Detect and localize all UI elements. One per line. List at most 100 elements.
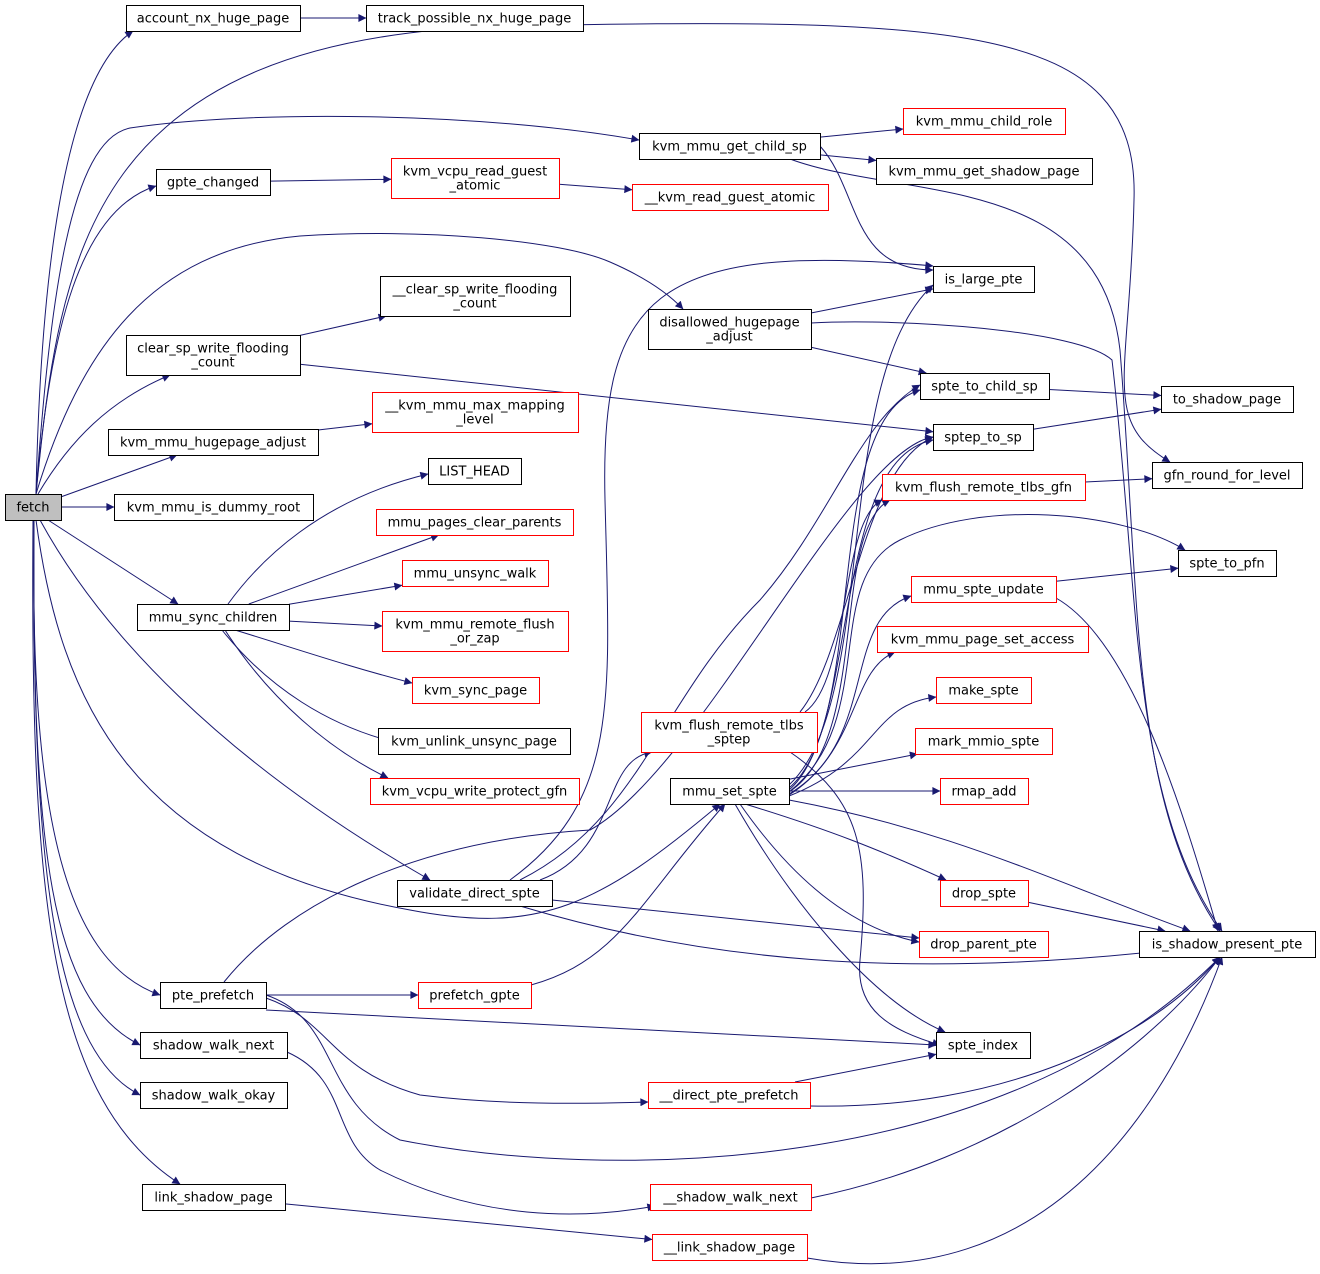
node-validate-direct-spte[interactable]: validate_direct_spte	[397, 880, 553, 907]
node-label: kvm_unlink_unsync_page	[391, 735, 557, 750]
node-gpte-changed[interactable]: gpte_changed	[156, 169, 271, 196]
node-label: gpte_changed	[167, 176, 259, 191]
node---direct-pte-prefetch[interactable]: __direct_pte_prefetch	[648, 1082, 811, 1109]
edge-shadow_walk_next-to-__shadow_walk_next	[286, 1051, 656, 1215]
node-LIST-HEAD[interactable]: LIST_HEAD	[428, 458, 522, 485]
node-mmu-sync-children[interactable]: mmu_sync_children	[137, 604, 290, 631]
node-kvm-mmu-get-child-sp[interactable]: kvm_mmu_get_child_sp	[639, 133, 821, 160]
edge-link_shadow_page-to-__link_shadow_page	[284, 1203, 653, 1243]
node-label: __direct_pte_prefetch	[659, 1089, 799, 1104]
node---shadow-walk-next[interactable]: __shadow_walk_next	[650, 1184, 812, 1211]
node-spte-index[interactable]: spte_index	[936, 1032, 1031, 1059]
node-mmu-set-spte[interactable]: mmu_set_spte	[670, 778, 790, 805]
node-mark-mmio-spte[interactable]: mark_mmio_spte	[915, 728, 1053, 755]
node-kvm-mmu-is-dummy-root[interactable]: kvm_mmu_is_dummy_root	[114, 494, 314, 521]
node-is-shadow-present-pte[interactable]: is_shadow_present_pte	[1139, 931, 1316, 958]
node-kvm-mmu-get-shadow-page[interactable]: kvm_mmu_get_shadow_page	[876, 158, 1093, 185]
edge-kvm_mmu_get_child_sp-to-kvm_mmu_get_shadow_page	[819, 154, 877, 164]
edge-__link_shadow_page-to-is_shadow_present_pte	[806, 956, 1224, 1265]
node-shadow-walk-next[interactable]: shadow_walk_next	[140, 1032, 288, 1059]
node-to-shadow-page[interactable]: to_shadow_page	[1161, 386, 1294, 413]
edge-mmu_set_spte-to-is_shadow_present_pte	[788, 799, 1191, 933]
node---kvm-read-guest-atomic[interactable]: __kvm_read_guest_atomic	[632, 184, 829, 211]
node-make-spte[interactable]: make_spte	[936, 677, 1032, 704]
edge-mmu_set_spte-to-drop_parent_pte	[739, 803, 920, 945]
edge-mmu_sync_children-to-mmu_pages_clear_parents	[248, 533, 440, 605]
node-gfn-round-for-level[interactable]: gfn_round_for_level	[1152, 462, 1303, 489]
node-label: __shadow_walk_next	[662, 1191, 797, 1206]
edge-kvm_mmu_hugepage_adjust-to-__kvm_mmu_max_mapping_level	[317, 420, 373, 431]
node-shadow-walk-okay[interactable]: shadow_walk_okay	[140, 1082, 288, 1109]
edge-validate_direct_spte-to-is_large_pte	[509, 259, 934, 881]
node-mmu-unsync-walk[interactable]: mmu_unsync_walk	[402, 560, 549, 587]
edge-validate_direct_spte-to-spte_to_child_sp	[519, 384, 921, 881]
node-layer: fetch account_nx_huge_page track_possible_…	[5, 5, 1316, 1261]
edge-mmu_set_spte-to-make_spte	[788, 693, 937, 797]
node-rmap-add[interactable]: rmap_add	[940, 778, 1029, 805]
node-disallowed-hugepage-adjust[interactable]: disallowed_hugepage_adjust	[648, 309, 812, 350]
node-label: kvm_vcpu_write_protect_gfn	[382, 785, 568, 800]
node-spte-to-child-sp[interactable]: spte_to_child_sp	[920, 373, 1050, 400]
node-label: link_shadow_page	[154, 1191, 272, 1206]
node-label: __link_shadow_page	[663, 1241, 795, 1256]
edge-validate_direct_spte-to-kvm_flush_remote_tlbs_sptep	[539, 749, 653, 881]
node---link-shadow-page[interactable]: __link_shadow_page	[652, 1234, 808, 1261]
edge-mmu_sync_children-to-mmu_unsync_walk	[288, 582, 403, 605]
edge-fetch-to-kvm_mmu_hugepage_adjust	[60, 453, 178, 498]
node-is-large-pte[interactable]: is_large_pte	[933, 266, 1035, 293]
node-mmu-spte-update[interactable]: mmu_spte_update	[911, 576, 1057, 603]
edge-fetch-to-clear_sp_write_flooding_count	[37, 374, 171, 495]
node-label: _level	[455, 413, 493, 428]
node---clear-sp-write-flooding-count[interactable]: __clear_sp_write_flooding_count	[380, 276, 571, 317]
node---kvm-mmu-max-mapping-level[interactable]: __kvm_mmu_max_mapping_level	[372, 392, 579, 433]
edge-spte_to_child_sp-to-to_shadow_page	[1048, 389, 1162, 400]
node-drop-spte[interactable]: drop_spte	[940, 880, 1029, 907]
edge-mmu_set_spte-to-kvm_mmu_page_set_access	[788, 651, 896, 796]
node-kvm-mmu-page-set-access[interactable]: kvm_mmu_page_set_access	[877, 626, 1089, 653]
node-label: _count	[452, 297, 496, 312]
node-label: sptep_to_sp	[944, 431, 1021, 446]
node-label: kvm_vcpu_read_guest	[403, 165, 547, 180]
node-mmu-pages-clear-parents[interactable]: mmu_pages_clear_parents	[376, 509, 574, 536]
node-drop-parent-pte[interactable]: drop_parent_pte	[919, 931, 1049, 958]
node-kvm-flush-remote-tlbs-gfn[interactable]: kvm_flush_remote_tlbs_gfn	[882, 474, 1086, 501]
node-clear-sp-write-flooding-count[interactable]: clear_sp_write_flooding_count	[126, 335, 301, 376]
edge-prefetch_gpte-to-mmu_set_spte	[530, 803, 726, 986]
edge-fetch-to-link_shadow_page	[32, 519, 181, 1185]
edge-fetch-to-shadow_walk_next	[33, 519, 141, 1046]
edge-pte_prefetch-to-__direct_pte_prefetch	[265, 997, 649, 1107]
node-track-possible-nx-huge-page[interactable]: track_possible_nx_huge_page	[366, 5, 584, 32]
node-kvm-flush-remote-tlbs-sptep[interactable]: kvm_flush_remote_tlbs_sptep	[641, 712, 818, 753]
node-prefetch-gpte[interactable]: prefetch_gpte	[418, 982, 532, 1009]
node-kvm-vcpu-write-protect-gfn[interactable]: kvm_vcpu_write_protect_gfn	[370, 778, 580, 805]
node-label: mmu_sync_children	[149, 611, 278, 626]
edge-sptep_to_sp-to-to_shadow_page	[1032, 406, 1162, 430]
edge-fetch-to-mmu_set_spte	[35, 519, 721, 919]
edge-mmu_sync_children-to-kvm_sync_page	[234, 629, 413, 685]
edge-__direct_pte_prefetch-to-is_shadow_present_pte	[809, 956, 1221, 1107]
node-spte-to-pfn[interactable]: spte_to_pfn	[1178, 550, 1277, 577]
edge-pte_prefetch-to-is_shadow_present_pte	[265, 956, 1221, 1161]
node-account-nx-huge-page[interactable]: account_nx_huge_page	[126, 5, 301, 32]
node-kvm-mmu-hugepage-adjust[interactable]: kvm_mmu_hugepage_adjust	[108, 429, 319, 456]
node-kvm-mmu-child-role[interactable]: kvm_mmu_child_role	[903, 108, 1066, 135]
node-label: spte_to_child_sp	[931, 380, 1038, 395]
node-label: gfn_round_for_level	[1163, 469, 1290, 484]
node-label: kvm_flush_remote_tlbs	[654, 719, 804, 734]
node-label: spte_index	[948, 1039, 1018, 1054]
node-kvm-unlink-unsync-page[interactable]: kvm_unlink_unsync_page	[378, 728, 571, 755]
node-kvm-sync-page[interactable]: kvm_sync_page	[412, 677, 540, 704]
node-label: mark_mmio_spte	[928, 735, 1040, 750]
node-label: disallowed_hugepage	[659, 316, 799, 331]
node-label: kvm_mmu_get_shadow_page	[888, 165, 1079, 180]
node-fetch[interactable]: fetch	[5, 494, 62, 521]
edge-kvm_mmu_get_child_sp-to-kvm_mmu_child_role	[819, 125, 904, 138]
node-label: kvm_sync_page	[424, 684, 527, 699]
node-sptep-to-sp[interactable]: sptep_to_sp	[933, 424, 1034, 451]
node-link-shadow-page[interactable]: link_shadow_page	[142, 1184, 286, 1211]
node-kvm-vcpu-read-guest-atomic[interactable]: kvm_vcpu_read_guest_atomic	[391, 158, 560, 199]
node-pte-prefetch[interactable]: pte_prefetch	[160, 982, 267, 1009]
edge-fetch-to-kvm_mmu_get_child_sp	[35, 115, 640, 495]
node-kvm-mmu-remote-flush-or-zap[interactable]: kvm_mmu_remote_flush_or_zap	[382, 611, 569, 652]
node-label: is_large_pte	[945, 273, 1023, 288]
